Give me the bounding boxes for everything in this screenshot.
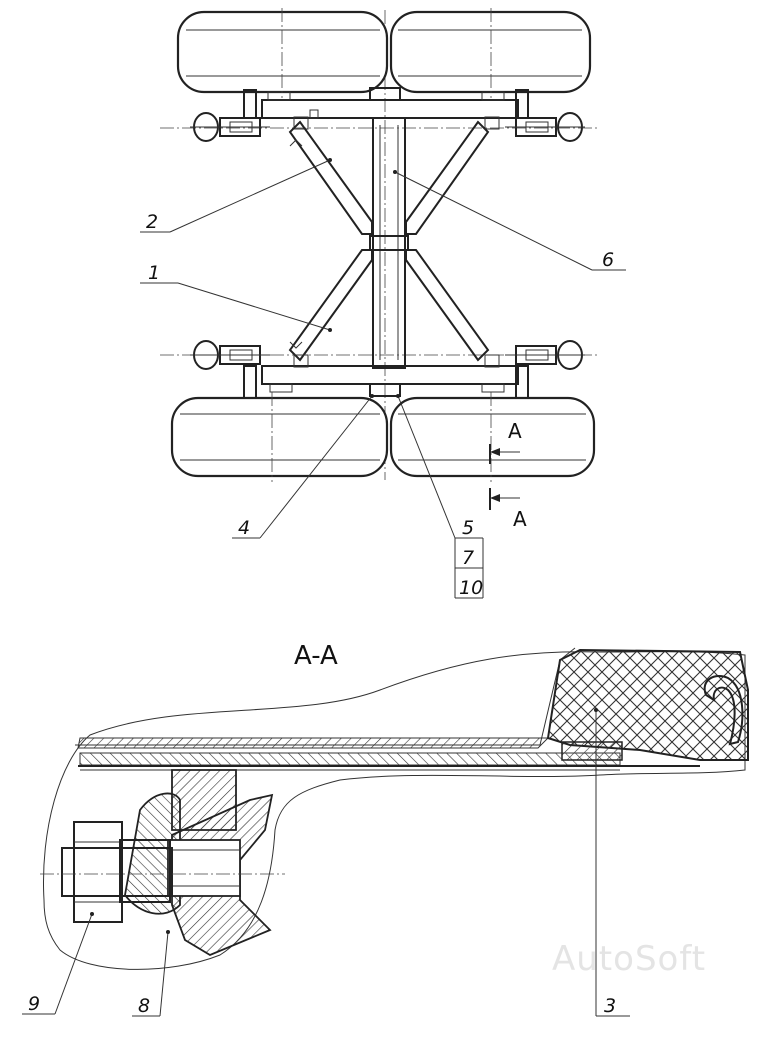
callout-10: 10 [459,577,483,599]
section-title: A-A [294,641,338,671]
callout-2: 2 [146,211,158,233]
callout-4: 4 [238,517,250,539]
callout-6: 6 [602,249,614,271]
callout-8: 8 [138,995,150,1017]
lower-axle-beam [261,354,519,397]
section-mark-lower: A [513,507,527,531]
callout-7: 7 [462,547,474,569]
lower-right-wheel [389,392,596,482]
watermark: AutoSoft [552,939,706,979]
callout-3: 3 [604,995,616,1017]
lower-right-hub [505,340,585,399]
section-view [22,647,749,1017]
central-tube [369,117,409,369]
upper-left-hub [190,89,270,142]
lower-left-hub [190,340,270,399]
callout-5: 5 [462,517,474,539]
callout-9: 9 [28,993,40,1015]
upper-right-wheel [389,8,592,98]
diagonal-struts [288,120,490,362]
upper-left-wheel [176,8,389,98]
plan-view: A A 2 1 6 4 5 7 [140,8,626,599]
callout-1: 1 [148,262,160,284]
leaders-plan [140,158,626,599]
upper-right-hub [505,89,585,142]
lower-left-wheel [170,392,389,482]
section-cut-marks [489,444,520,510]
section-mark-upper: A [508,419,522,443]
